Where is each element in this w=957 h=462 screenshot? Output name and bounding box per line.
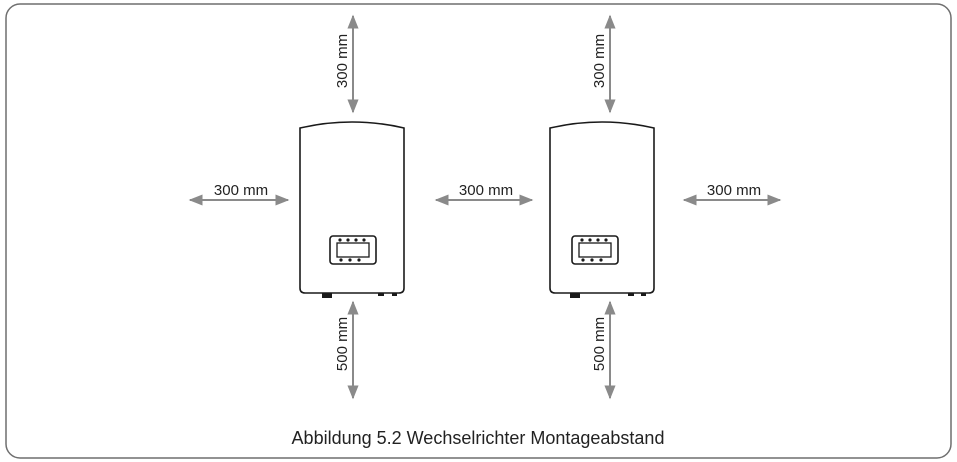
inverter-left-foot: [392, 293, 397, 296]
top-left-clearance-label: 300 mm: [334, 34, 351, 88]
inverter-left-body: [299, 121, 405, 294]
figure-caption: Abbildung 5.2 Wechselrichter Montageabst…: [292, 428, 665, 448]
bottom-left-clearance-label: 500 mm: [334, 317, 351, 371]
left-clearance-label: 300 mm: [214, 182, 268, 199]
inverter-right: [549, 121, 655, 298]
inverter-right-foot: [628, 293, 634, 296]
inverter-right-foot: [641, 293, 646, 296]
inverter-left-connector: [322, 293, 332, 298]
top-right-clearance-label: 300 mm: [591, 34, 608, 88]
inverter-left: [299, 121, 405, 298]
inverter-right-body: [549, 121, 655, 294]
right-clearance-label: 300 mm: [707, 182, 761, 199]
inverter-left-display-icon: [329, 235, 377, 265]
inverter-right-display-icon: [571, 235, 619, 265]
figure-frame: [5, 3, 952, 459]
middle-clearance-label: 300 mm: [459, 182, 513, 199]
inverter-left-foot: [378, 293, 384, 296]
inverter-right-connector: [570, 293, 580, 298]
bottom-right-clearance-label: 500 mm: [591, 317, 608, 371]
